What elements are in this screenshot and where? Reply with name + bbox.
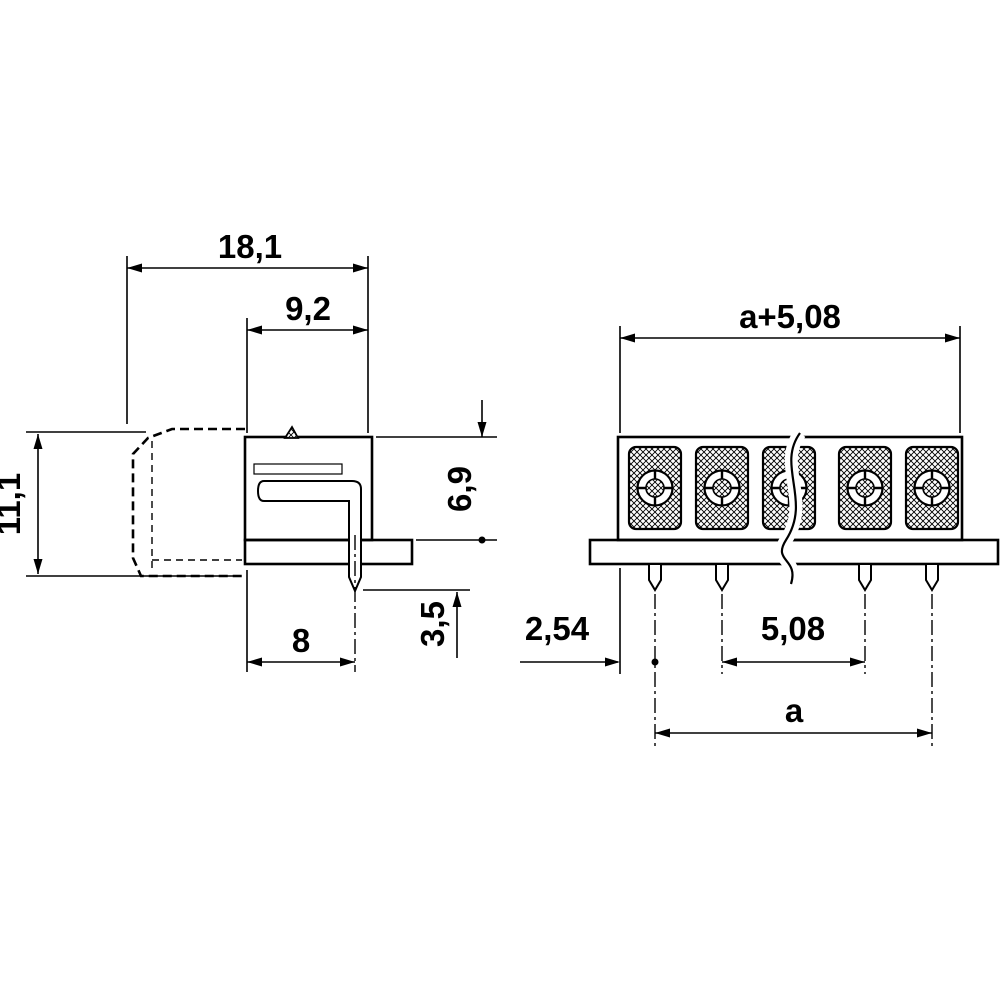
side-view	[131, 425, 414, 672]
screw-contact-4	[837, 445, 893, 531]
dim-height-above-board: 6,9	[376, 400, 497, 544]
dim-housing-depth: 9,2	[246, 290, 368, 433]
screw-contact-5	[904, 445, 960, 531]
dim-total-height: 11,1	[0, 431, 240, 577]
dim-label-6-9: 6,9	[441, 466, 478, 512]
dim-base-depth: 8	[246, 570, 355, 672]
dim-label-3-5: 3,5	[414, 601, 451, 647]
dim-label-11-1: 11,1	[0, 473, 27, 535]
mating-plug-outline	[131, 427, 245, 578]
dim-end-offset: 2,54	[520, 568, 659, 674]
solder-pin-3	[858, 563, 872, 591]
screw-contact-1	[627, 445, 683, 531]
pcb-side	[243, 538, 414, 566]
break-line	[775, 429, 806, 586]
dim-label-9-2: 9,2	[285, 290, 331, 327]
latch-nub	[283, 425, 300, 439]
front-view	[588, 429, 1000, 746]
solder-pin-1	[648, 563, 662, 591]
solder-pin-2	[715, 563, 729, 591]
dim-contact-span: a	[655, 692, 932, 738]
dim-pin-protrusion: 3,5	[363, 589, 470, 658]
dim-label-a-plus-5-08: a+5,08	[739, 298, 841, 335]
solder-pin-side	[256, 480, 362, 594]
dim-label-2-54: 2,54	[525, 610, 590, 647]
contact-cavity	[253, 463, 343, 475]
dim-pitch: 5,08	[722, 610, 865, 667]
dim-label-8: 8	[292, 622, 310, 659]
front-view-dimensions: a+5,08 2,54 5,08 a	[520, 298, 961, 738]
screw-contact-2	[694, 445, 750, 531]
solder-pin-4	[925, 563, 939, 591]
side-view-dimensions: 18,1 9,2 11,1 6,9	[0, 228, 497, 672]
dim-label-5-08: 5,08	[761, 610, 825, 647]
dim-overall-length: a+5,08	[619, 298, 961, 433]
dim-total-depth: 18,1	[126, 228, 369, 433]
dim-label-a: a	[785, 692, 804, 729]
dim-label-18-1: 18,1	[218, 228, 282, 265]
